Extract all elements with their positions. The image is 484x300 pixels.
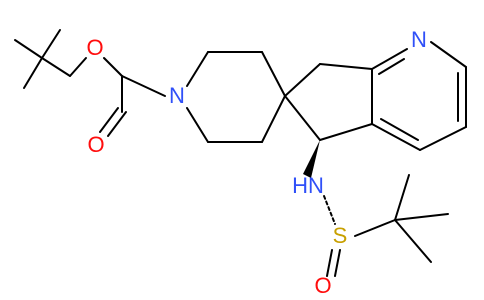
bond bbox=[319, 63, 373, 70]
atom-label-n-pyridine: N bbox=[411, 27, 427, 52]
bond bbox=[319, 123, 373, 141]
bond bbox=[261, 95, 286, 143]
bond bbox=[380, 118, 419, 141]
bond bbox=[354, 219, 396, 237]
bond bbox=[186, 107, 209, 143]
bond bbox=[103, 57, 123, 77]
atom-label-nh: HN bbox=[292, 173, 324, 198]
atom-label-o-ether: O bbox=[86, 35, 103, 60]
atom-label-n-piperidine: N bbox=[169, 83, 185, 108]
bond bbox=[284, 63, 321, 97]
bond bbox=[14, 39, 43, 59]
bond bbox=[371, 48, 408, 70]
bond bbox=[69, 57, 87, 77]
bond bbox=[394, 213, 449, 221]
bond bbox=[334, 249, 341, 277]
bond bbox=[23, 57, 43, 89]
bond bbox=[107, 111, 127, 137]
bond bbox=[371, 123, 421, 151]
bond bbox=[121, 75, 166, 97]
stereo-wedge-bond bbox=[303, 140, 320, 178]
atom-label-o-sulfinyl: O bbox=[314, 273, 331, 298]
atom-label-s: S bbox=[333, 223, 348, 248]
bond bbox=[261, 51, 286, 97]
bond bbox=[284, 95, 321, 141]
bond bbox=[394, 174, 410, 221]
bond bbox=[430, 41, 467, 68]
bond bbox=[394, 219, 432, 263]
bond bbox=[41, 57, 71, 77]
bond bbox=[41, 29, 61, 59]
bond bbox=[326, 249, 333, 277]
bond bbox=[378, 58, 405, 75]
atom-label-o-carbonyl: O bbox=[87, 132, 104, 157]
bond bbox=[99, 107, 119, 133]
bond bbox=[419, 126, 467, 151]
bond bbox=[186, 51, 209, 87]
bond bbox=[323, 195, 336, 225]
